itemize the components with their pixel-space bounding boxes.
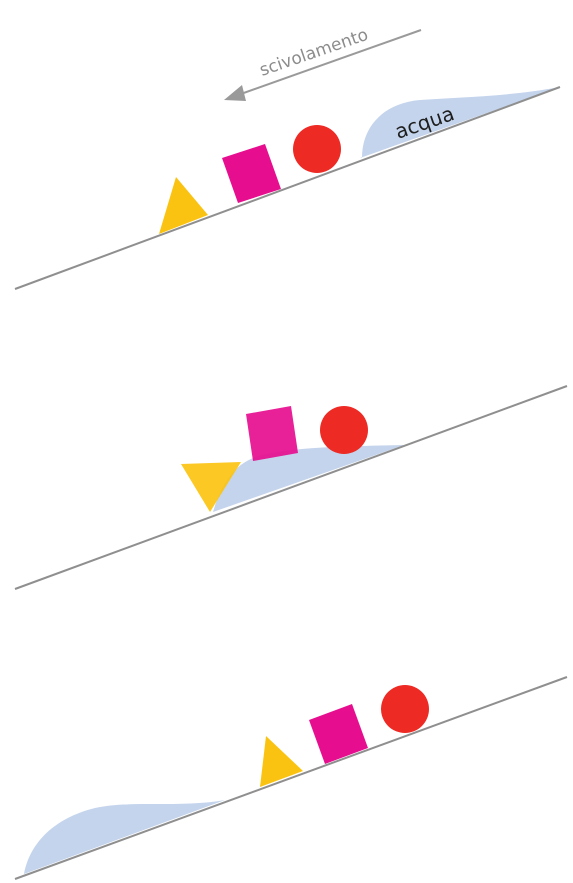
water-mound <box>213 445 404 512</box>
circle-shape <box>320 406 368 454</box>
circle-shape <box>381 685 429 733</box>
panel-3 <box>15 677 567 879</box>
panel-1: scivolamento acqua <box>15 25 560 289</box>
slope-line <box>15 677 567 879</box>
circle-shape <box>293 125 341 173</box>
panel-2 <box>15 386 567 589</box>
square-shape <box>309 704 368 764</box>
water-mound <box>24 800 225 874</box>
slope-line <box>15 87 560 289</box>
square-shape <box>246 406 298 461</box>
triangle-shape <box>260 736 303 787</box>
triangle-shape <box>159 177 208 234</box>
